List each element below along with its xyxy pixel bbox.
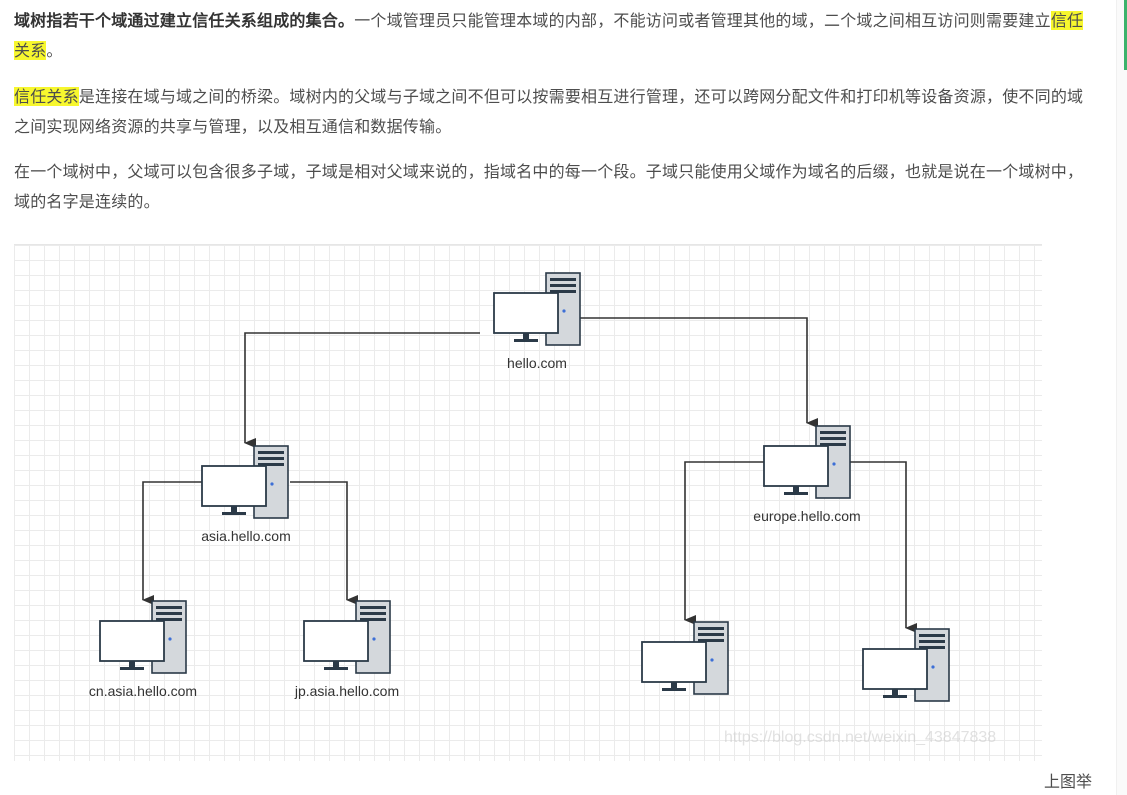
cn-computer-icon [99, 600, 187, 674]
node-label-europe: europe.hello.com [753, 508, 861, 524]
line-europe-to-child-1 [684, 461, 765, 625]
caption-text: 上图举 [1044, 772, 1093, 791]
root-computer-icon [493, 272, 581, 346]
europe-child-2-computer-icon [862, 628, 950, 702]
paragraph-trust-relation: 信任关系是连接在域与域之间的桥梁。域树内的父域与子域之间不但可以按需要相互进行管… [14, 82, 1096, 142]
domain-tree-diagram: hello.com asia.hello.com europe.hello.co… [14, 244, 1042, 761]
paragraph-tail: 。 [46, 41, 63, 60]
node-label-asia: asia.hello.com [201, 528, 291, 544]
europe-child-1-computer-icon [641, 621, 729, 695]
asia-computer-icon [201, 445, 289, 519]
scrollbar-accent [1124, 0, 1127, 70]
watermark: https://blog.csdn.net/weixin_43847838 [724, 729, 997, 746]
line-asia-to-cn [142, 481, 204, 605]
highlight-trust-relation: 信任关系 [14, 87, 79, 106]
paragraph-parent-child-domains: 在一个域树中，父域可以包含很多子域，子域是相对父域来说的，指域名中的每一个段。子… [14, 157, 1096, 217]
line-root-to-asia [244, 332, 480, 448]
node-label-cn: cn.asia.hello.com [88, 683, 198, 699]
bold-lead: 域树指若干个域通过建立信任关系组成的集合。 [14, 11, 355, 30]
line-europe-to-child-2 [850, 461, 917, 633]
jp-computer-icon [303, 600, 391, 674]
paragraph-text: 一个域管理员只能管理本域的内部，不能访问或者管理其他的域，二个域之间相互访问则需… [354, 11, 1051, 30]
line-root-to-europe [580, 317, 818, 428]
paragraph-text: 在一个域树中，父域可以包含很多子域，子域是相对父域来说的，指域名中的每一个段。子… [14, 162, 1084, 211]
paragraph-domain-tree-definition: 域树指若干个域通过建立信任关系组成的集合。一个域管理员只能管理本域的内部，不能访… [14, 6, 1096, 66]
paragraph-text: 是连接在域与域之间的桥梁。域树内的父域与子域之间不但可以按需要相互进行管理，还可… [14, 87, 1084, 136]
diagram-canvas [99, 272, 950, 702]
line-asia-to-jp [290, 481, 358, 605]
right-scrollbar[interactable] [1116, 0, 1127, 795]
europe-computer-icon [763, 425, 851, 499]
node-label-root: hello.com [507, 355, 567, 371]
node-label-jp: jp.asia.hello.com [294, 683, 400, 699]
connector-lines [142, 317, 917, 633]
